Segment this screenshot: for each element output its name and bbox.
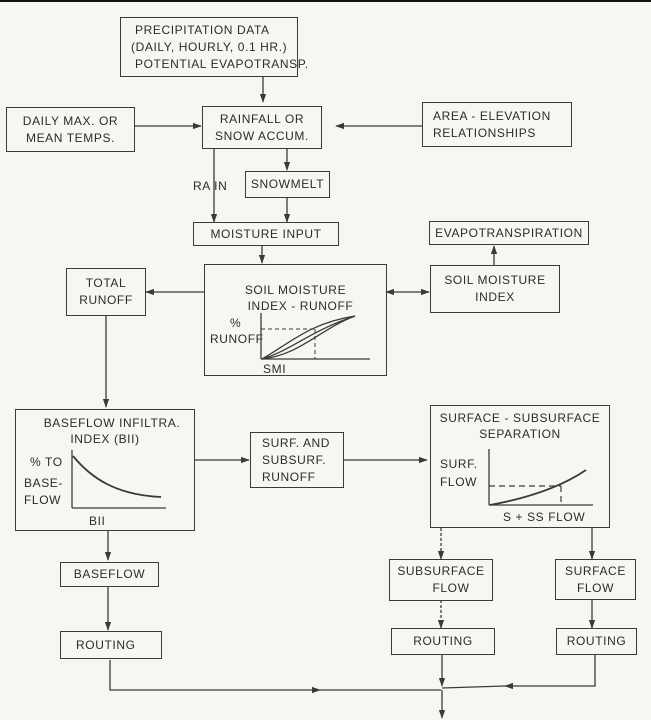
bii-ylabel-3: FLOW — [24, 493, 62, 507]
surfsub-line-3: RUNOFF — [262, 469, 316, 484]
box-smi-runoff[interactable]: SOIL MOISTURE INDEX - RUNOFF % RUNOFF SM… — [204, 264, 387, 376]
box-subsurface-flow[interactable]: SUBSURFACE FLOW — [389, 559, 493, 601]
routing-subsurface-label: ROUTING — [413, 634, 473, 648]
routing-baseflow-label: ROUTING — [76, 637, 136, 652]
routing-surface-label: ROUTING — [566, 634, 627, 648]
separation-title-line-1: SURFACE - SUBSURFACE — [439, 411, 601, 425]
separation-ylabel-2: FLOW — [440, 475, 478, 489]
bii-curve-chart — [71, 450, 166, 509]
box-surf-subsurf-runoff[interactable]: SURF. AND SUBSURF. RUNOFF — [250, 432, 344, 488]
precip-line-2: (DAILY, HOURLY, 0.1 HR.) — [131, 39, 288, 54]
edge-routingbase-junction — [109, 660, 300, 691]
smi-curve-middle — [261, 315, 356, 360]
precip-line-1: PRECIPITATION DATA — [135, 22, 270, 37]
subsurface-line-2: FLOW — [432, 581, 470, 595]
box-evapotranspiration[interactable]: EVAPOTRANSPIRATION — [429, 221, 589, 245]
evapotranspiration-label: EVAPOTRANSPIRATION — [435, 225, 583, 240]
total-runoff-line-1: TOTAL — [85, 276, 127, 290]
precip-line-3: POTENTIAL EVAPOTRANSP. — [135, 56, 309, 71]
snowmelt-label: SNOWMELT — [250, 177, 325, 191]
smi-title-line-2: INDEX - RUNOFF — [247, 299, 354, 313]
separation-xlabel: S + SS FLOW — [503, 510, 586, 524]
smi-title: SOIL MOISTURE INDEX - RUNOFF — [205, 282, 386, 314]
areaelev-line-1: AREA - ELEVATION — [433, 108, 551, 123]
box-routing-subsurface[interactable]: ROUTING — [391, 628, 495, 655]
smi-runoff-curve-chart — [260, 313, 370, 360]
box-baseflow-infiltration-index[interactable]: BASEFLOW INFILTRA. INDEX (BII) % TO BASE… — [15, 409, 195, 531]
bii-title-line-1: BASEFLOW INFILTRA. — [43, 416, 181, 430]
edge-label-rain: RA IN — [193, 179, 228, 193]
box-area-elevation[interactable]: AREA - ELEVATION RELATIONSHIPS — [422, 102, 572, 147]
bii-decay-curve — [72, 455, 162, 498]
smi-title-line-1: SOIL MOISTURE — [244, 283, 347, 297]
box-daily-temps[interactable]: DAILY MAX. OR MEAN TEMPS. — [6, 107, 135, 152]
page-top-rule — [0, 0, 651, 2]
smi-xlabel: SMI — [263, 362, 287, 376]
box-surface-subsurface-separation[interactable]: SURFACE - SUBSURFACE SEPARATION SURF. FL… — [430, 405, 610, 528]
rainfall-line-1: RAINFALL OR — [219, 111, 305, 126]
separation-title: SURFACE - SUBSURFACE SEPARATION — [431, 410, 609, 442]
edge-routingsurf-junction — [540, 655, 596, 687]
smi-curve-upper — [261, 315, 356, 360]
areaelev-line-2: RELATIONSHIPS — [433, 125, 536, 140]
bii-xlabel: BII — [89, 514, 106, 528]
box-routing-surface[interactable]: ROUTING — [556, 628, 637, 655]
separation-ylabel-1: SURF. — [440, 457, 478, 471]
temps-line-2: MEAN TEMPS. — [25, 130, 116, 145]
box-precipitation-data[interactable]: PRECIPITATION DATA (DAILY, HOURLY, 0.1 H… — [120, 17, 308, 77]
bii-ylabel-1: % TO — [30, 455, 63, 469]
smi-curve-lower — [261, 315, 356, 360]
separation-curve — [489, 469, 587, 506]
box-baseflow[interactable]: BASEFLOW — [60, 562, 159, 587]
box-moisture-input[interactable]: MOISTURE INPUT — [193, 222, 339, 246]
soil-index-line-2: INDEX — [475, 290, 515, 304]
bii-title: BASEFLOW INFILTRA. INDEX (BII) — [16, 415, 194, 447]
subsurface-line-1: SUBSURFACE — [397, 564, 485, 578]
separation-title-line-2: SEPARATION — [479, 427, 561, 441]
separation-curve-chart — [488, 449, 593, 506]
bii-ylabel-2: BASE- — [24, 476, 64, 490]
surfsub-line-1: SURF. AND — [262, 435, 331, 450]
box-snowmelt[interactable]: SNOWMELT — [245, 171, 330, 198]
box-surface-flow[interactable]: SURFACE FLOW — [555, 559, 636, 600]
box-soil-moisture-index[interactable]: SOIL MOISTURE INDEX — [430, 265, 560, 313]
smi-ylabel-1: % — [230, 316, 242, 330]
surface-line-1: SURFACE — [565, 563, 626, 578]
smi-ylabel-2: RUNOFF — [210, 332, 264, 346]
rainfall-line-2: SNOW ACCUM. — [215, 128, 309, 143]
temps-line-1: DAILY MAX. OR — [22, 113, 119, 128]
baseflow-label: BASEFLOW — [73, 567, 146, 581]
box-total-runoff[interactable]: TOTAL RUNOFF — [66, 268, 146, 316]
total-runoff-line-2: RUNOFF — [79, 293, 133, 307]
bii-title-line-2: INDEX (BII) — [70, 432, 140, 446]
box-routing-baseflow[interactable]: ROUTING — [60, 631, 162, 659]
surfsub-line-2: SUBSURF. — [262, 452, 327, 467]
moisture-input-label: MOISTURE INPUT — [210, 226, 322, 241]
box-rainfall-snow-accum[interactable]: RAINFALL OR SNOW ACCUM. — [202, 106, 322, 149]
surface-line-2: FLOW — [576, 580, 615, 595]
soil-index-line-1: SOIL MOISTURE — [444, 273, 546, 287]
